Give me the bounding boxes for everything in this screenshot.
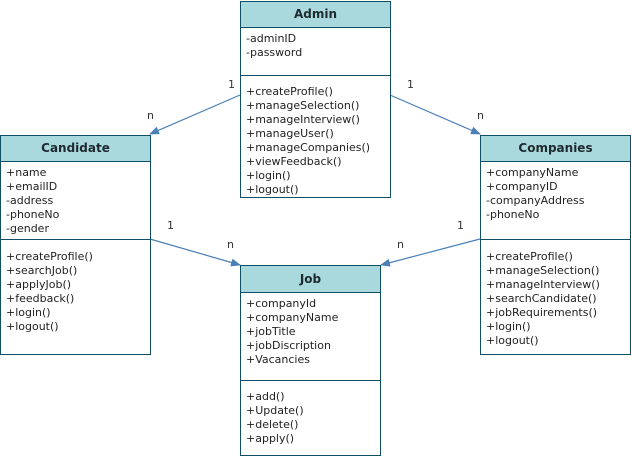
attribute: +jobDiscription (246, 339, 331, 352)
class-candidate-attributes: +name +emailID -address -phoneNo -gender (1, 162, 150, 240)
association-admin-companies[interactable] (389, 94, 481, 135)
multiplicity-admin-companies-target: n (477, 109, 484, 122)
attribute: -phoneNo (6, 208, 60, 221)
attribute: -companyAddress (486, 194, 585, 207)
association-candidate-job[interactable] (149, 238, 241, 267)
method: +login() (246, 169, 291, 182)
method: +jobRequirements() (486, 306, 598, 319)
method: +searchCandidate() (486, 292, 597, 305)
class-admin-name: Admin (241, 2, 390, 28)
attribute: +emailID (6, 180, 58, 193)
multiplicity-admin-companies-source: 1 (407, 78, 414, 91)
attribute: +jobTitle (246, 325, 296, 338)
method: +logout() (6, 320, 59, 333)
method: +logout() (246, 183, 299, 196)
method: +Update() (246, 404, 304, 417)
association-companies-job[interactable] (380, 238, 481, 267)
method: +manageSelection() (486, 264, 600, 277)
class-job-name: Job (241, 266, 380, 293)
method: +delete() (246, 418, 299, 431)
class-companies[interactable]: Companies +companyName +companyID -compa… (480, 135, 631, 355)
attribute: -phoneNo (486, 208, 540, 221)
attribute: +Vacancies (246, 353, 310, 366)
method: +manageCompanies() (246, 141, 371, 154)
attribute: +companyName (486, 166, 579, 179)
attribute: -adminID (246, 32, 297, 45)
multiplicity-companies-job-target: n (397, 238, 404, 251)
attribute: +name (6, 166, 47, 179)
method: +logout() (486, 334, 539, 347)
class-candidate-methods: +createProfile() +searchJob() +applyJob(… (1, 240, 150, 334)
association-admin-candidate[interactable] (149, 94, 241, 135)
method: +login() (486, 320, 531, 333)
multiplicity-candidate-job-target: n (227, 238, 234, 251)
attribute: +companyID (486, 180, 558, 193)
class-candidate-name: Candidate (1, 136, 150, 162)
method: +manageInterview() (486, 278, 600, 291)
multiplicity-admin-candidate-source: 1 (228, 78, 235, 91)
attribute: -gender (6, 222, 49, 235)
method: +manageUser() (246, 127, 334, 140)
class-admin[interactable]: Admin -adminID -password +createProfile(… (240, 1, 391, 198)
class-admin-attributes: -adminID -password (241, 28, 390, 76)
method: +login() (6, 306, 51, 319)
attribute: -address (6, 194, 54, 207)
method: +createProfile() (246, 85, 333, 98)
method: +viewFeedback() (246, 155, 342, 168)
class-companies-name: Companies (481, 136, 630, 162)
multiplicity-candidate-job-source: 1 (167, 219, 174, 232)
multiplicity-admin-candidate-target: n (147, 109, 154, 122)
method: +createProfile() (486, 250, 573, 263)
method: +feedback() (6, 292, 75, 305)
class-job[interactable]: Job +companyId +companyName +jobTitle +j… (240, 265, 381, 456)
class-candidate[interactable]: Candidate +name +emailID -address -phone… (0, 135, 151, 355)
method: +createProfile() (6, 250, 93, 263)
class-job-attributes: +companyId +companyName +jobTitle +jobDi… (241, 293, 380, 381)
method: +add() (246, 390, 285, 403)
class-companies-methods: +createProfile() +manageSelection() +man… (481, 240, 630, 348)
multiplicity-companies-job-source: 1 (457, 219, 464, 232)
attribute: +companyName (246, 311, 339, 324)
method: +manageInterview() (246, 113, 360, 126)
attribute: -password (246, 46, 303, 59)
method: +apply() (246, 432, 295, 445)
method: +searchJob() (6, 264, 78, 277)
class-companies-attributes: +companyName +companyID -companyAddress … (481, 162, 630, 240)
class-admin-methods: +createProfile() +manageSelection() +man… (241, 76, 390, 197)
attribute: +companyId (246, 297, 317, 310)
method: +applyJob() (6, 278, 72, 291)
class-job-methods: +add() +Update() +delete() +apply() (241, 381, 380, 446)
method: +manageSelection() (246, 99, 360, 112)
